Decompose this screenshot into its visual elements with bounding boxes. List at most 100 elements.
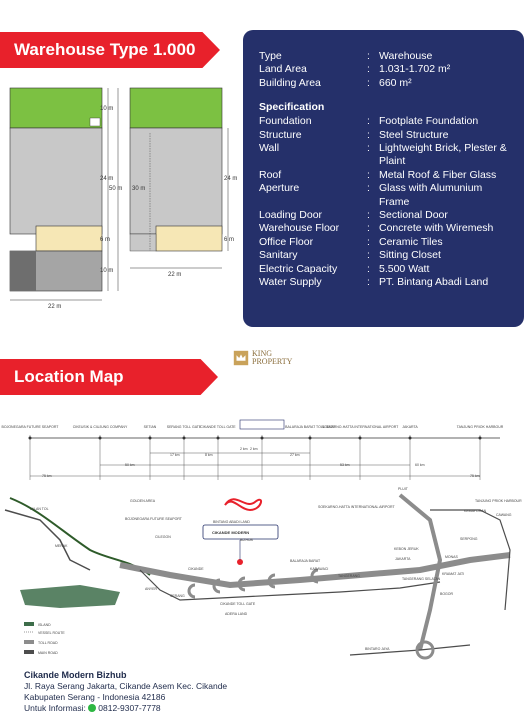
spec-row: Roof: Metal Roof & Fiber Glass (259, 169, 514, 182)
timeline-dot (98, 436, 102, 440)
crown-icon (233, 350, 249, 366)
spec-value: 5.500 Watt (379, 262, 430, 275)
plan2-dim-height: 30 m (132, 186, 145, 192)
colon-separator: : (367, 76, 370, 89)
spec-key: Foundation (259, 115, 312, 128)
spec-row: Electric Capacity:5.500 Watt (259, 263, 514, 276)
address-line1: Jl. Raya Serang Jakarta, Cikande Asem Ke… (24, 681, 228, 691)
colon-separator: : (367, 249, 370, 262)
colon-separator: : (367, 168, 370, 181)
plan1-dim-bottom: 10 m (100, 268, 113, 274)
timeline-dot (182, 436, 186, 440)
map-label: ANYER (145, 587, 158, 591)
section-title-warehouse: Warehouse Type 1.000 (0, 32, 220, 68)
spec-row: Foundation: Footplate Foundation (259, 115, 514, 128)
colon-separator: : (367, 182, 370, 195)
map-label: CAWANG (496, 513, 512, 517)
colon-separator: : (367, 262, 370, 275)
spec-row: Water Supply:PT. Bintang Abadi Land (259, 276, 514, 289)
map-label: KARAWACI (310, 567, 328, 571)
timeline-stop-label: SERANG TOLL GATE (167, 425, 202, 429)
spec-value: Ceramic Tiles (379, 235, 443, 248)
legend-main-road: MAIN ROAD (38, 651, 58, 655)
plan1-guard-post (89, 117, 101, 127)
map-label: JAKARTA (395, 557, 411, 561)
spec-value: Sitting Closet (379, 249, 441, 262)
map-label: PLUIT (398, 487, 409, 491)
plan1-office-area (35, 225, 103, 252)
spec-key: Roof (259, 168, 282, 181)
general-value: 660 m² (379, 76, 412, 89)
plan1-loading-area (10, 251, 36, 291)
colon-separator: : (367, 276, 370, 289)
map-label: SOEKARNO-HATTA INTERNATIONAL AIRPORT (318, 505, 395, 509)
general-key: Building Area (259, 76, 321, 89)
spec-value: Concrete with Wiremesh (379, 222, 494, 235)
map-label: TANJUNG PRIOK HARBOUR (475, 499, 522, 503)
spec-key: Office Floor (259, 235, 314, 248)
spec-value: Steel Structure (379, 128, 449, 141)
plan1-dim-top: 10 m (100, 106, 113, 112)
map-label: CILEGON (155, 535, 171, 539)
timeline-dot (308, 436, 312, 440)
cikande-modern-stop-box (239, 419, 285, 430)
legend-toll-road: TOLL ROAD (38, 641, 58, 645)
timeline-distance: 17 km (170, 453, 180, 457)
location-map: BOJONEGARA FUTURE SEAPORT CIKEUSIK & CIUJ… (0, 419, 530, 668)
map-label: BALARAJA BARAT (290, 559, 321, 563)
general-row: Type:Warehouse (259, 50, 514, 63)
spec-key: Wall (259, 142, 280, 155)
spec-value: Metal Roof & Fiber Glass (379, 168, 497, 181)
map-label: MONAS (445, 555, 459, 559)
timeline-stop-label: CIKANDE TOLL GATE (200, 425, 236, 429)
distance-timeline: BOJONEGARA FUTURE SEAPORT CIKEUSIK & CIUJ… (2, 419, 504, 480)
logo-line2: PROPERTY (252, 357, 293, 366)
spec-value: Footplate Foundation (379, 115, 479, 128)
project-location-pin (237, 559, 243, 565)
plan1-green-area (9, 87, 103, 129)
colon-separator: : (367, 115, 370, 128)
timeline-distance: 60 km (415, 463, 425, 467)
map-label: BINTANG ABADI LAND (213, 520, 250, 524)
spec-key: Sanitary (259, 249, 298, 262)
colon-separator: : (367, 235, 370, 248)
map-label: KEBON JERUK (394, 547, 419, 551)
map-label: MERAK (55, 544, 68, 548)
plan2-dim-width: 22 m (168, 272, 181, 278)
general-row: Land Area:1.031-1.702 m² (259, 63, 514, 76)
timeline-stop-label: CIKEUSIK & CIUJUNG COMPANY (73, 425, 128, 429)
legend-vessel-route: VESSEL ROUTE (38, 631, 65, 635)
contact-label: Untuk Informasi: (24, 703, 86, 713)
map-label: BINTARO JAYA (365, 647, 390, 651)
map-label: BOJONEGARA FUTURE SEAPORT (125, 517, 183, 521)
spec-row: Sanitary: Sitting Closet (259, 249, 514, 262)
timeline-dot (358, 436, 362, 440)
map-label: KEMAYORAN (464, 509, 487, 513)
logo-line1: KING (252, 349, 272, 358)
plan2-warehouse-area (129, 127, 223, 235)
spec-value: Lightweight Brick, Plester & Plaint (379, 142, 507, 168)
spec-key: Water Supply (259, 276, 322, 289)
king-property-logo: KING PROPERTY (232, 349, 292, 367)
island-cluster (20, 585, 120, 608)
general-key: Type (259, 50, 282, 62)
map-label: GOLDEN AREA (130, 499, 156, 503)
plan1-dim-width: 22 m (48, 304, 61, 310)
spec-key: Warehouse Floor (259, 222, 340, 235)
spec-key: Aperture (259, 182, 300, 195)
timeline-dot (216, 436, 220, 440)
timeline-dot (28, 436, 32, 440)
spec-key: Structure (259, 128, 302, 141)
spec-row: Office Floor: Ceramic Tiles (259, 236, 514, 249)
map-label: ADERA LAND (225, 612, 248, 616)
timeline-distance: 2 km (250, 447, 258, 451)
timeline-stop-label: JAKARTA (402, 425, 418, 429)
map-label: CIKANDE (188, 567, 204, 571)
spec-row: Aperture:Glass with Alumunium Frame (259, 182, 514, 209)
contact-phone[interactable]: 0812-9307-7778 (98, 703, 161, 713)
plan2-dim-mid: 24 m (224, 176, 237, 182)
plan1-warehouse-area (9, 127, 103, 235)
timeline-stop-label: BOJONEGARA FUTURE SEAPORT (2, 425, 60, 429)
company-name: Cikande Modern Bizhub (24, 670, 127, 680)
